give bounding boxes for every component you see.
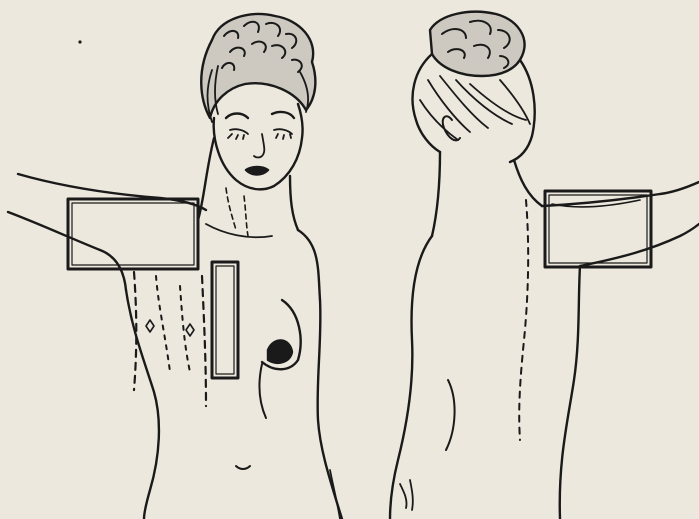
front-areola: [268, 340, 292, 362]
paper-speck: [78, 40, 81, 43]
front-mouth: [246, 167, 268, 175]
